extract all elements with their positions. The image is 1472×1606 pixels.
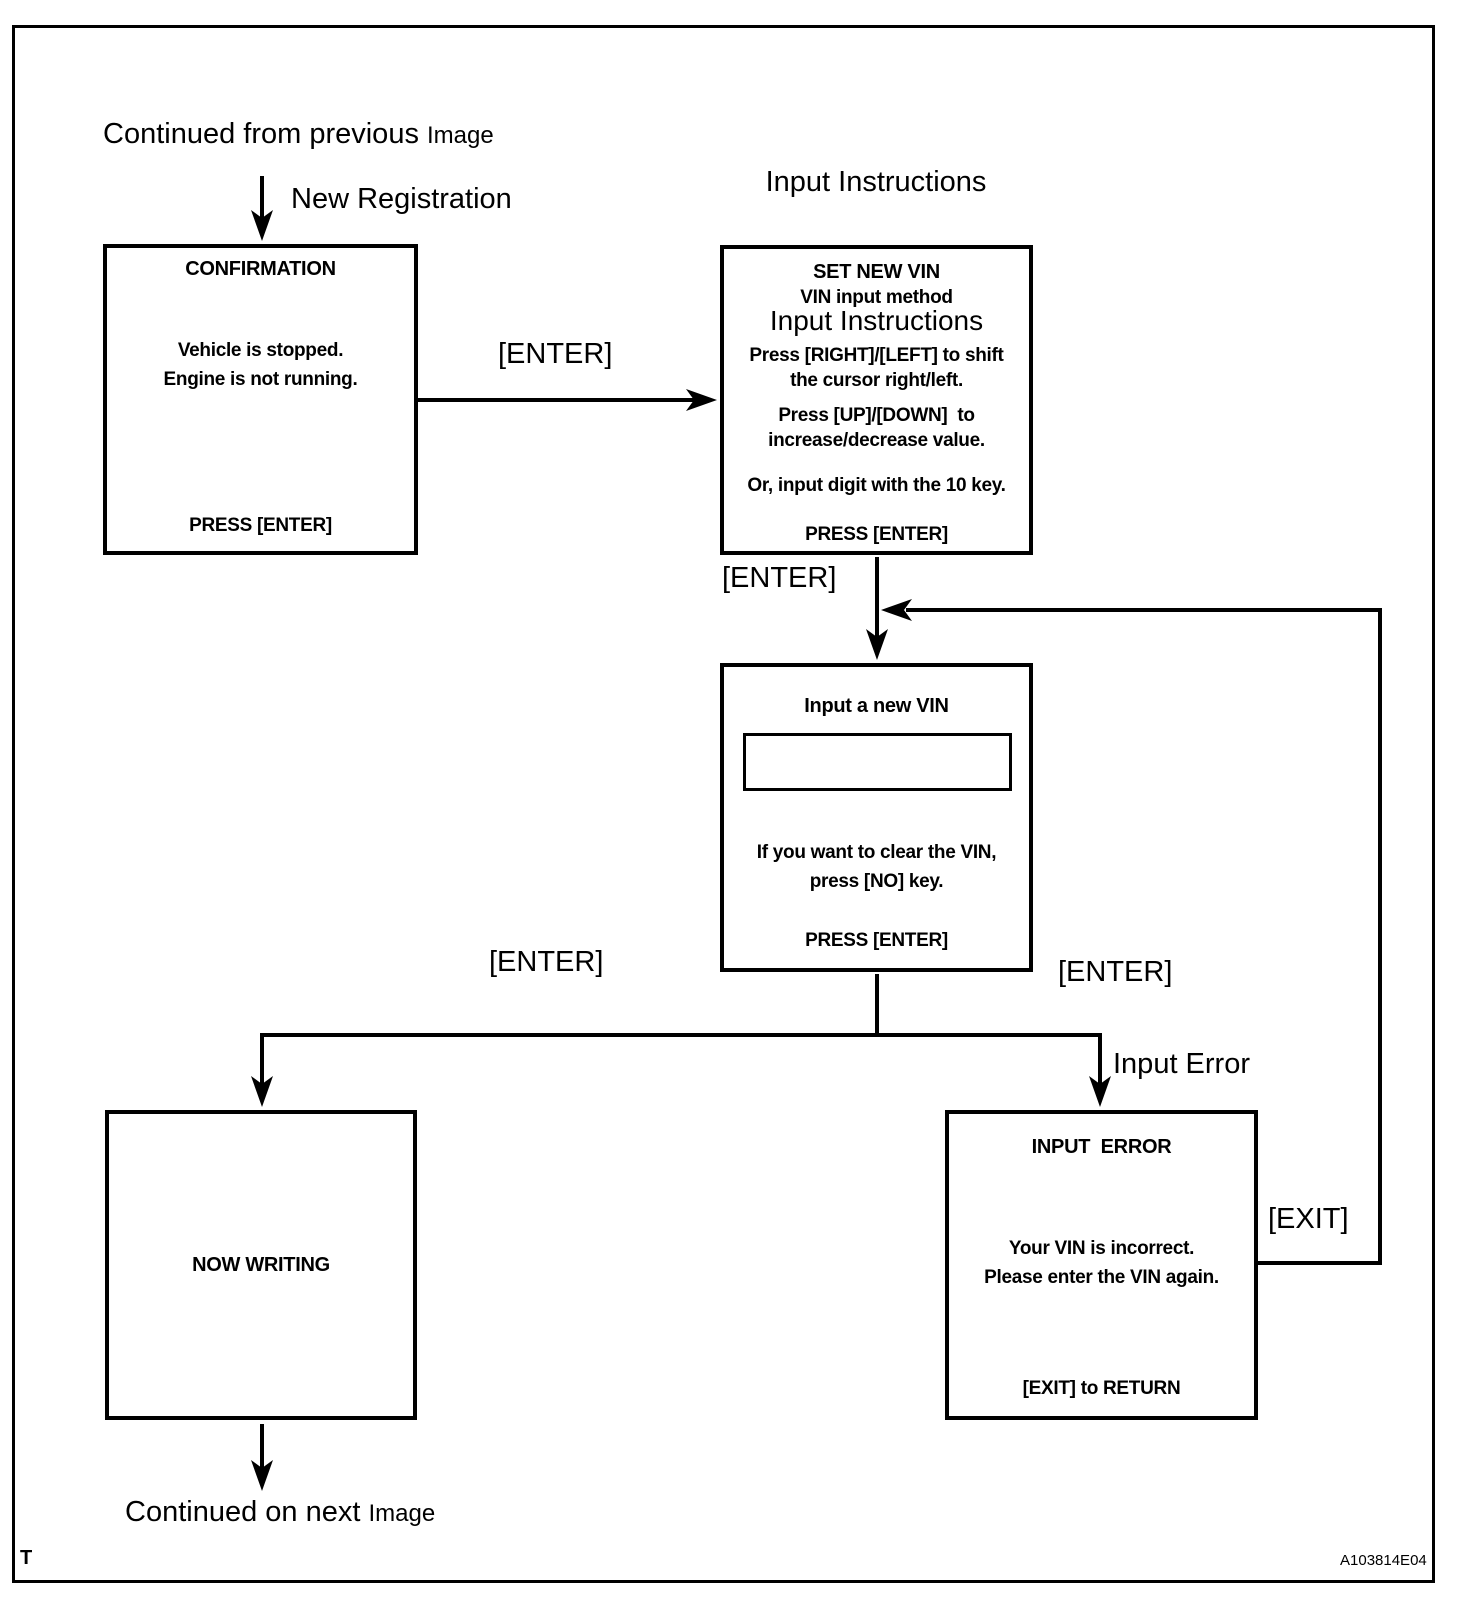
label-enter-to-error: [ENTER] — [1058, 956, 1173, 988]
set-new-vin-title: SET NEW VIN — [813, 261, 940, 283]
box-set-new-vin: SET NEW VIN VIN input method Input Instr… — [720, 245, 1033, 555]
label-input-error: Input Error — [1113, 1048, 1250, 1080]
note-continued-on-next-suffix: Image — [368, 1500, 436, 1527]
set-new-vin-line: Press [UP]/[DOWN] to — [778, 405, 975, 426]
label-exit: [EXIT] — [1268, 1203, 1349, 1235]
page-corner-letter: T — [20, 1547, 33, 1569]
vin-input-field — [743, 733, 1012, 791]
input-new-vin-line: press [NO] key. — [809, 871, 944, 892]
input-error-footer: [EXIT] to RETURN — [1022, 1378, 1181, 1399]
label-input-instructions-header: Input Instructions — [765, 166, 987, 198]
box-input-error: INPUT ERROR Your VIN is incorrect. Pleas… — [945, 1110, 1258, 1420]
label-enter-after-instructions: [ENTER] — [722, 562, 837, 594]
input-error-title: INPUT ERROR — [1031, 1136, 1172, 1158]
set-new-vin-subtitle: VIN input method — [800, 287, 953, 308]
note-continued-on-next-text: Continued on next — [125, 1496, 361, 1528]
set-new-vin-section-heading: Input Instructions — [769, 305, 984, 336]
set-new-vin-line: Press [RIGHT]/[LEFT] to shift — [749, 345, 1004, 366]
set-new-vin-line: the cursor right/left. — [790, 370, 963, 391]
input-new-vin-title: Input a new VIN — [804, 695, 949, 717]
now-writing-title: NOW WRITING — [192, 1254, 330, 1276]
note-continued-from-previous: Continued from previous Image — [103, 118, 494, 151]
box-input-new-vin: Input a new VIN If you want to clear the… — [720, 663, 1033, 972]
label-enter-after-confirmation: [ENTER] — [498, 338, 613, 370]
set-new-vin-line: Or, input digit with the 10 key. — [747, 475, 1006, 496]
set-new-vin-line: increase/decrease value. — [768, 430, 985, 451]
note-continued-from-previous-suffix: Image — [427, 122, 494, 149]
confirmation-line: Engine is not running. — [163, 369, 358, 390]
note-continued-from-previous-text: Continued from previous — [103, 118, 419, 150]
box-now-writing: NOW WRITING — [105, 1110, 417, 1420]
input-new-vin-line: If you want to clear the VIN, — [756, 842, 997, 863]
page-border — [12, 25, 1435, 1583]
box-confirmation: CONFIRMATION Vehicle is stopped. Engine … — [103, 244, 418, 555]
confirmation-line: Vehicle is stopped. — [177, 340, 344, 361]
confirmation-footer: PRESS [ENTER] — [189, 515, 332, 536]
input-error-line: Please enter the VIN again. — [984, 1267, 1219, 1288]
set-new-vin-footer: PRESS [ENTER] — [805, 524, 948, 545]
note-continued-on-next: Continued on next Image — [125, 1496, 435, 1529]
confirmation-title: CONFIRMATION — [185, 258, 336, 280]
input-error-line: Your VIN is incorrect. — [1008, 1238, 1195, 1259]
figure-code: A103814E04 — [1340, 1552, 1427, 1569]
input-new-vin-footer: PRESS [ENTER] — [805, 930, 948, 951]
label-new-registration: New Registration — [291, 183, 512, 215]
label-enter-to-writing: [ENTER] — [489, 946, 604, 978]
